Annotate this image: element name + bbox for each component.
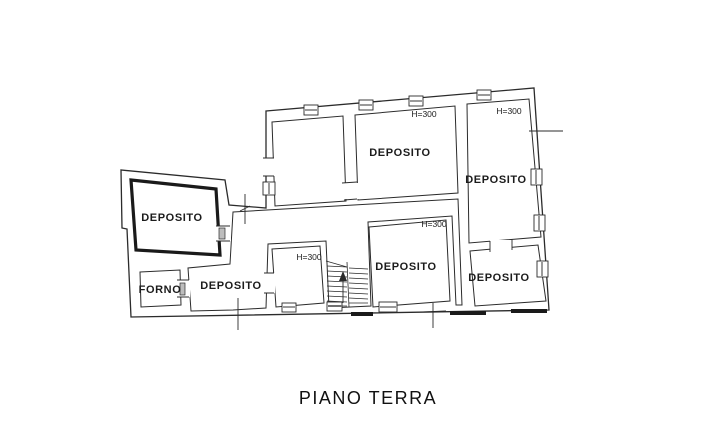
room-label-deposito-right: DEPOSITO [465, 174, 526, 186]
window-icon [303, 104, 319, 116]
window-icon [476, 89, 492, 101]
height-note-small-room: H=300 [296, 252, 322, 262]
outer-perimeter-wall [120, 87, 550, 318]
room-deposito-right [466, 98, 542, 244]
room-label-deposito-bottom-right: DEPOSITO [468, 272, 529, 284]
door-openings [176, 157, 513, 298]
room-label-deposito-corridor: DEPOSITO [200, 280, 261, 292]
dimension-marks [237, 130, 563, 330]
page-title: PIANO TERRA [299, 388, 437, 408]
staircase [325, 260, 369, 308]
labels: DEPOSITO FORNO DEPOSITO DEPOSITO H=300 D… [139, 106, 529, 296]
dimension-tick [239, 194, 251, 224]
window-icon [262, 181, 276, 196]
walls [120, 87, 550, 318]
room-label-deposito-left: DEPOSITO [141, 212, 202, 224]
door-leaf-icon [218, 227, 226, 240]
room-label-deposito-top-center: DEPOSITO [369, 147, 430, 159]
room-forno [139, 269, 182, 308]
height-note-bottom-center: H=300 [421, 219, 447, 229]
window-icon [281, 302, 297, 313]
height-note-right: H=300 [496, 106, 522, 116]
window-icon [408, 95, 424, 107]
window-icon [530, 168, 543, 186]
room-label-forno: FORNO [139, 284, 182, 296]
room-top-left [271, 115, 347, 207]
thresholds [351, 309, 547, 316]
dimension-tick [422, 303, 447, 328]
stair-direction-arrow-icon [339, 271, 347, 303]
room-deposito-bottom-center [368, 219, 451, 308]
window-icon [533, 214, 546, 232]
windows [262, 89, 549, 313]
window-icon [326, 301, 343, 312]
height-note-top-center: H=300 [411, 109, 437, 119]
window-icon [378, 301, 398, 313]
room-label-deposito-bottom-center: DEPOSITO [375, 261, 436, 273]
window-icon [358, 99, 374, 111]
window-icon [536, 260, 549, 278]
room-deposito-top-center [354, 105, 459, 201]
door-leaf-icon [179, 282, 186, 296]
room-deposito-bottom-right [469, 244, 547, 307]
room-deposito-left-thickwall [129, 178, 222, 257]
